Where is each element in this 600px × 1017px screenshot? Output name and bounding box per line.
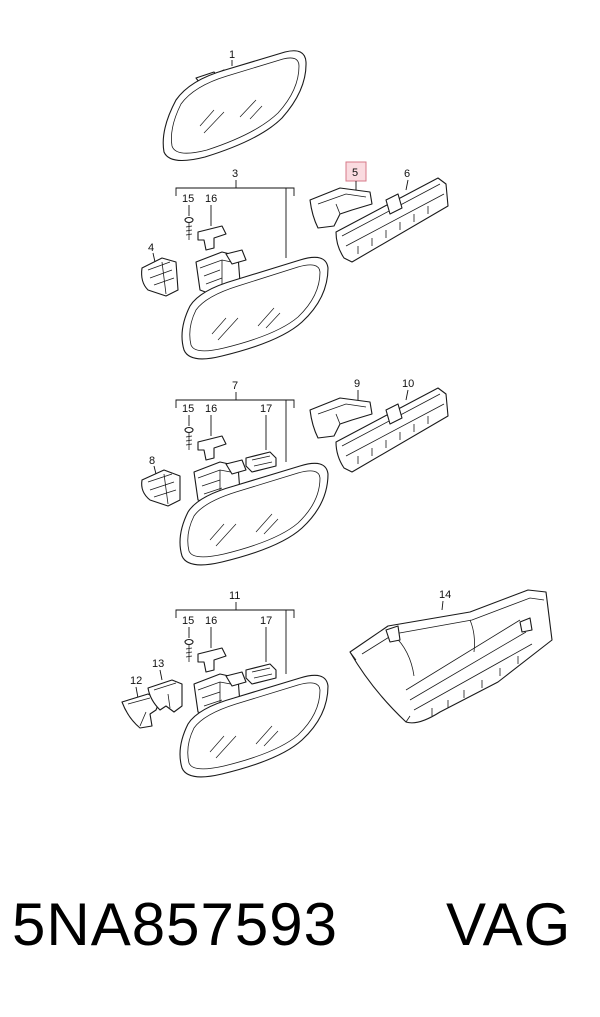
callout-16-b: 16	[205, 403, 217, 415]
clip-16-b	[197, 435, 227, 461]
callout-16-a: 16	[205, 193, 217, 205]
clip-16-c	[197, 647, 227, 673]
callout-7: 7	[232, 380, 238, 392]
clip-part-4	[141, 257, 179, 297]
callout-17-b: 17	[260, 403, 272, 415]
cover-part-13	[147, 679, 183, 713]
mirror-part-3	[181, 256, 329, 360]
callout-1: 1	[229, 49, 235, 61]
cover-part-9	[309, 397, 373, 439]
callout-14: 14	[439, 589, 451, 601]
brand-text: VAG	[446, 891, 572, 958]
bracket-11	[175, 602, 295, 674]
mirror-part-11	[179, 674, 329, 778]
callout-9: 9	[354, 378, 360, 390]
callout-13: 13	[152, 658, 164, 670]
callout-15-c: 15	[182, 615, 194, 627]
mirror-part-1	[162, 50, 307, 162]
clip-16-a	[197, 225, 227, 251]
mirror-part-7	[179, 462, 329, 566]
part-number-text: 5NA857593	[12, 891, 338, 958]
cover-part-5	[309, 187, 373, 229]
callout-8: 8	[149, 455, 155, 467]
screw-15-c	[184, 638, 194, 662]
screw-15-b	[184, 426, 194, 450]
callout-10: 10	[402, 378, 414, 390]
callout-15-a: 15	[182, 193, 194, 205]
callout-11: 11	[229, 590, 240, 602]
connector-17-c	[245, 663, 277, 685]
connector-17-b	[245, 451, 277, 473]
bracket-3	[175, 180, 295, 258]
bracket-7	[175, 392, 295, 462]
trim-part-6	[335, 177, 449, 263]
callout-16-c: 16	[205, 615, 217, 627]
callout-5: 5	[352, 167, 358, 179]
callout-3: 3	[232, 168, 238, 180]
callout-4: 4	[148, 242, 154, 254]
console-part-14	[349, 589, 553, 724]
trim-part-10	[335, 387, 449, 473]
clip-part-8	[141, 469, 181, 507]
footer: 5NA857593 VAG	[0, 890, 600, 980]
callout-17-c: 17	[260, 615, 272, 627]
callout-6: 6	[404, 168, 410, 180]
callout-12: 12	[130, 675, 142, 687]
screw-15-a	[184, 216, 194, 240]
callout-15-b: 15	[182, 403, 194, 415]
